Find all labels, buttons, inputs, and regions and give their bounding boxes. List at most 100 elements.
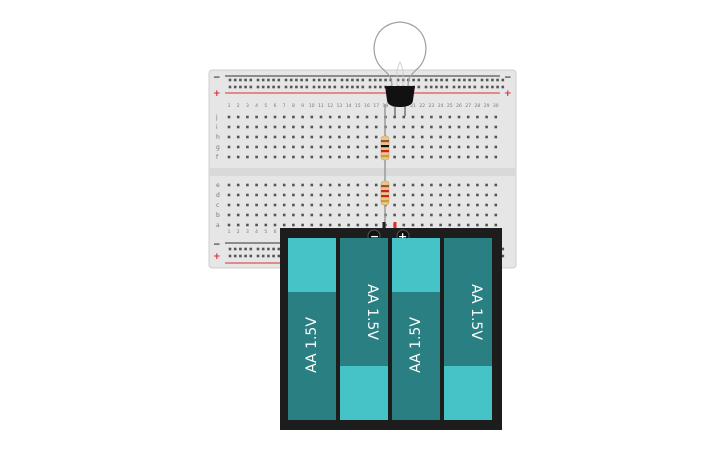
breadboard-hole[interactable] <box>267 85 270 89</box>
breadboard-hole[interactable] <box>411 125 415 129</box>
breadboard-hole[interactable] <box>267 247 270 251</box>
breadboard-hole[interactable] <box>411 193 415 197</box>
breadboard-hole[interactable] <box>236 135 240 139</box>
breadboard-hole[interactable] <box>430 155 433 159</box>
breadboard-hole[interactable] <box>323 78 326 82</box>
breadboard-hole[interactable] <box>430 213 433 217</box>
breadboard-hole[interactable] <box>227 135 231 139</box>
breadboard-hole[interactable] <box>466 213 470 217</box>
breadboard-hole[interactable] <box>457 203 461 207</box>
breadboard-hole[interactable] <box>273 213 277 217</box>
breadboard-hole[interactable] <box>457 193 461 197</box>
breadboard-hole[interactable] <box>494 193 498 197</box>
breadboard-hole[interactable] <box>256 78 260 82</box>
breadboard-hole[interactable] <box>340 85 344 89</box>
breadboard-hole[interactable] <box>457 125 461 129</box>
breadboard-hole[interactable] <box>305 78 309 82</box>
breadboard-hole[interactable] <box>347 183 350 187</box>
breadboard-hole[interactable] <box>365 213 369 217</box>
breadboard-hole[interactable] <box>466 155 470 159</box>
breadboard-hole[interactable] <box>448 193 452 197</box>
breadboard-hole[interactable] <box>319 135 323 139</box>
breadboard-hole[interactable] <box>282 145 286 149</box>
breadboard-hole[interactable] <box>485 203 488 207</box>
breadboard-hole[interactable] <box>282 193 286 197</box>
breadboard-hole[interactable] <box>468 78 471 82</box>
breadboard-hole[interactable] <box>393 193 396 197</box>
breadboard-hole[interactable] <box>300 85 303 89</box>
breadboard-hole[interactable] <box>273 223 277 227</box>
breadboard-hole[interactable] <box>420 155 424 159</box>
breadboard-hole[interactable] <box>328 145 332 149</box>
breadboard-hole[interactable] <box>264 193 268 197</box>
breadboard-hole[interactable] <box>292 145 295 149</box>
breadboard-hole[interactable] <box>402 135 406 139</box>
breadboard-hole[interactable] <box>356 78 359 82</box>
breadboard-hole[interactable] <box>402 203 406 207</box>
breadboard-hole[interactable] <box>466 183 470 187</box>
breadboard-hole[interactable] <box>430 135 433 139</box>
breadboard-hole[interactable] <box>365 135 369 139</box>
breadboard-hole[interactable] <box>485 193 488 197</box>
breadboard-hole[interactable] <box>317 85 321 89</box>
breadboard-hole[interactable] <box>374 213 378 217</box>
breadboard-hole[interactable] <box>396 78 400 82</box>
breadboard-hole[interactable] <box>244 254 247 258</box>
breadboard-hole[interactable] <box>255 135 258 139</box>
breadboard-hole[interactable] <box>301 125 304 129</box>
breadboard-hole[interactable] <box>319 115 323 119</box>
breadboard-hole[interactable] <box>411 135 415 139</box>
breadboard-hole[interactable] <box>292 193 295 197</box>
breadboard-hole[interactable] <box>292 135 295 139</box>
breadboard-hole[interactable] <box>439 125 442 129</box>
breadboard-hole[interactable] <box>480 78 484 82</box>
breadboard-hole[interactable] <box>466 223 470 227</box>
breadboard-hole[interactable] <box>365 193 369 197</box>
breadboard-hole[interactable] <box>328 183 332 187</box>
breadboard-hole[interactable] <box>246 155 249 159</box>
breadboard-hole[interactable] <box>328 78 331 82</box>
breadboard-hole[interactable] <box>256 247 260 251</box>
breadboard-hole[interactable] <box>420 213 424 217</box>
breadboard-hole[interactable] <box>289 78 293 82</box>
breadboard-hole[interactable] <box>485 183 488 187</box>
breadboard-hole[interactable] <box>356 223 360 227</box>
breadboard-hole[interactable] <box>227 223 231 227</box>
breadboard-hole[interactable] <box>310 145 314 149</box>
breadboard-hole[interactable] <box>439 193 442 197</box>
breadboard-hole[interactable] <box>420 145 424 149</box>
breadboard-hole[interactable] <box>494 145 498 149</box>
breadboard-hole[interactable] <box>347 223 350 227</box>
breadboard-hole[interactable] <box>255 155 258 159</box>
breadboard-hole[interactable] <box>338 223 341 227</box>
breadboard-hole[interactable] <box>393 155 396 159</box>
breadboard-hole[interactable] <box>261 247 265 251</box>
breadboard-hole[interactable] <box>402 223 406 227</box>
breadboard-hole[interactable] <box>228 85 232 89</box>
breadboard-hole[interactable] <box>393 115 396 119</box>
breadboard-hole[interactable] <box>494 155 498 159</box>
breadboard-hole[interactable] <box>476 125 479 129</box>
breadboard-hole[interactable] <box>305 85 309 89</box>
breadboard-hole[interactable] <box>411 155 415 159</box>
breadboard-hole[interactable] <box>282 135 286 139</box>
breadboard-hole[interactable] <box>374 145 378 149</box>
breadboard-hole[interactable] <box>420 203 424 207</box>
breadboard-hole[interactable] <box>333 78 337 82</box>
breadboard-hole[interactable] <box>439 155 442 159</box>
breadboard-hole[interactable] <box>264 115 268 119</box>
breadboard-hole[interactable] <box>236 155 240 159</box>
breadboard-hole[interactable] <box>273 115 277 119</box>
breadboard-hole[interactable] <box>457 213 461 217</box>
breadboard-hole[interactable] <box>494 203 498 207</box>
breadboard-hole[interactable] <box>256 254 260 258</box>
breadboard-hole[interactable] <box>411 145 415 149</box>
breadboard-hole[interactable] <box>227 155 231 159</box>
breadboard-hole[interactable] <box>233 78 237 82</box>
breadboard-hole[interactable] <box>374 115 378 119</box>
breadboard-hole[interactable] <box>277 254 281 258</box>
breadboard-hole[interactable] <box>233 247 237 251</box>
breadboard-hole[interactable] <box>292 183 295 187</box>
breadboard-hole[interactable] <box>420 193 424 197</box>
breadboard-hole[interactable] <box>368 85 372 89</box>
